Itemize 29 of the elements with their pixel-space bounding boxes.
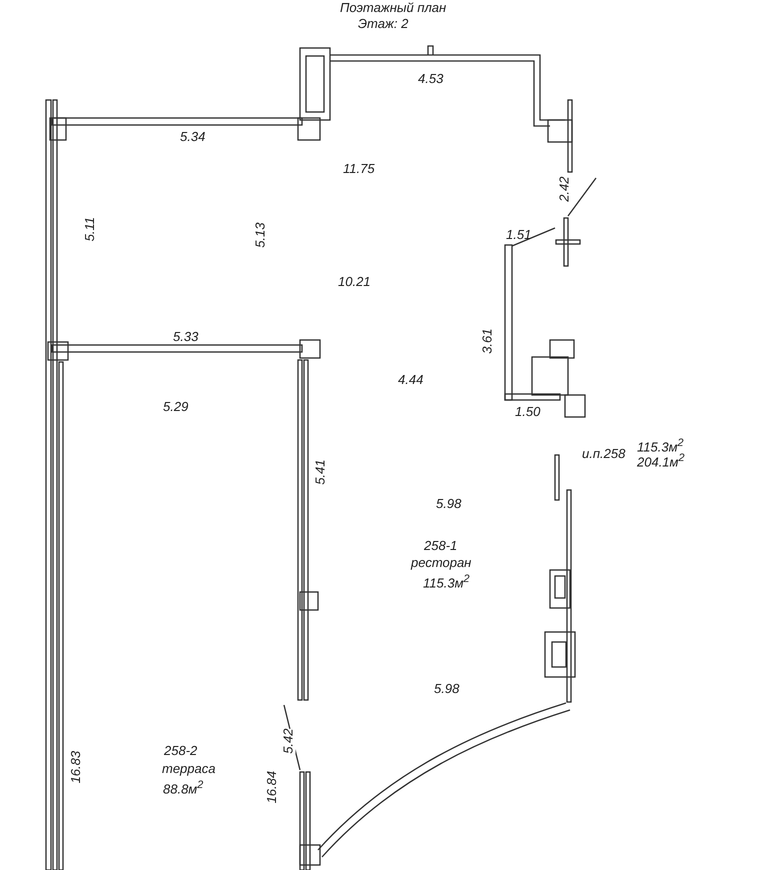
plan-label: 10.21 xyxy=(338,275,371,290)
plan-title: Поэтажный план xyxy=(340,1,446,16)
plan-label: 5.13 xyxy=(254,222,268,248)
plan-label: терраса xyxy=(162,762,216,776)
plan-label: Этаж: 2 xyxy=(358,17,408,32)
plan-label: 115.3м$^{2}$ xyxy=(423,574,470,591)
plan-label: 1.51 xyxy=(506,228,532,242)
plan-label: 204.1м$^{2}$ xyxy=(637,453,684,470)
plan-label: 16.84 xyxy=(265,770,280,804)
plan-label: 3.61 xyxy=(480,328,495,354)
plan-label: 5.98 xyxy=(436,497,462,512)
plan-label: ресторан xyxy=(411,556,472,570)
plan-label: 115.3м$^{2}$ xyxy=(637,438,684,454)
plan-label: 16.83 xyxy=(69,750,84,784)
plan-label: 5.33 xyxy=(173,330,198,344)
plan-label: 1.50 xyxy=(515,405,540,420)
plan-label: и.п.258 xyxy=(582,447,626,462)
plan-label: 5.41 xyxy=(314,460,328,485)
plan-label: 5.42 xyxy=(282,728,296,754)
plan-label: 258-1 xyxy=(424,539,458,554)
plan-label: 4.44 xyxy=(398,373,424,388)
plan-label: 5.29 xyxy=(163,400,188,414)
plan-label: 5.34 xyxy=(180,130,206,144)
plan-label: 258-2 xyxy=(164,744,198,758)
plan-label: 5.11 xyxy=(83,216,98,242)
plan-label: 88.8м$^{2}$ xyxy=(163,780,204,797)
plan-label: 4.53 xyxy=(418,72,444,86)
plan-label: 11.75 xyxy=(343,162,375,176)
plan-label: 5.98 xyxy=(434,682,460,696)
